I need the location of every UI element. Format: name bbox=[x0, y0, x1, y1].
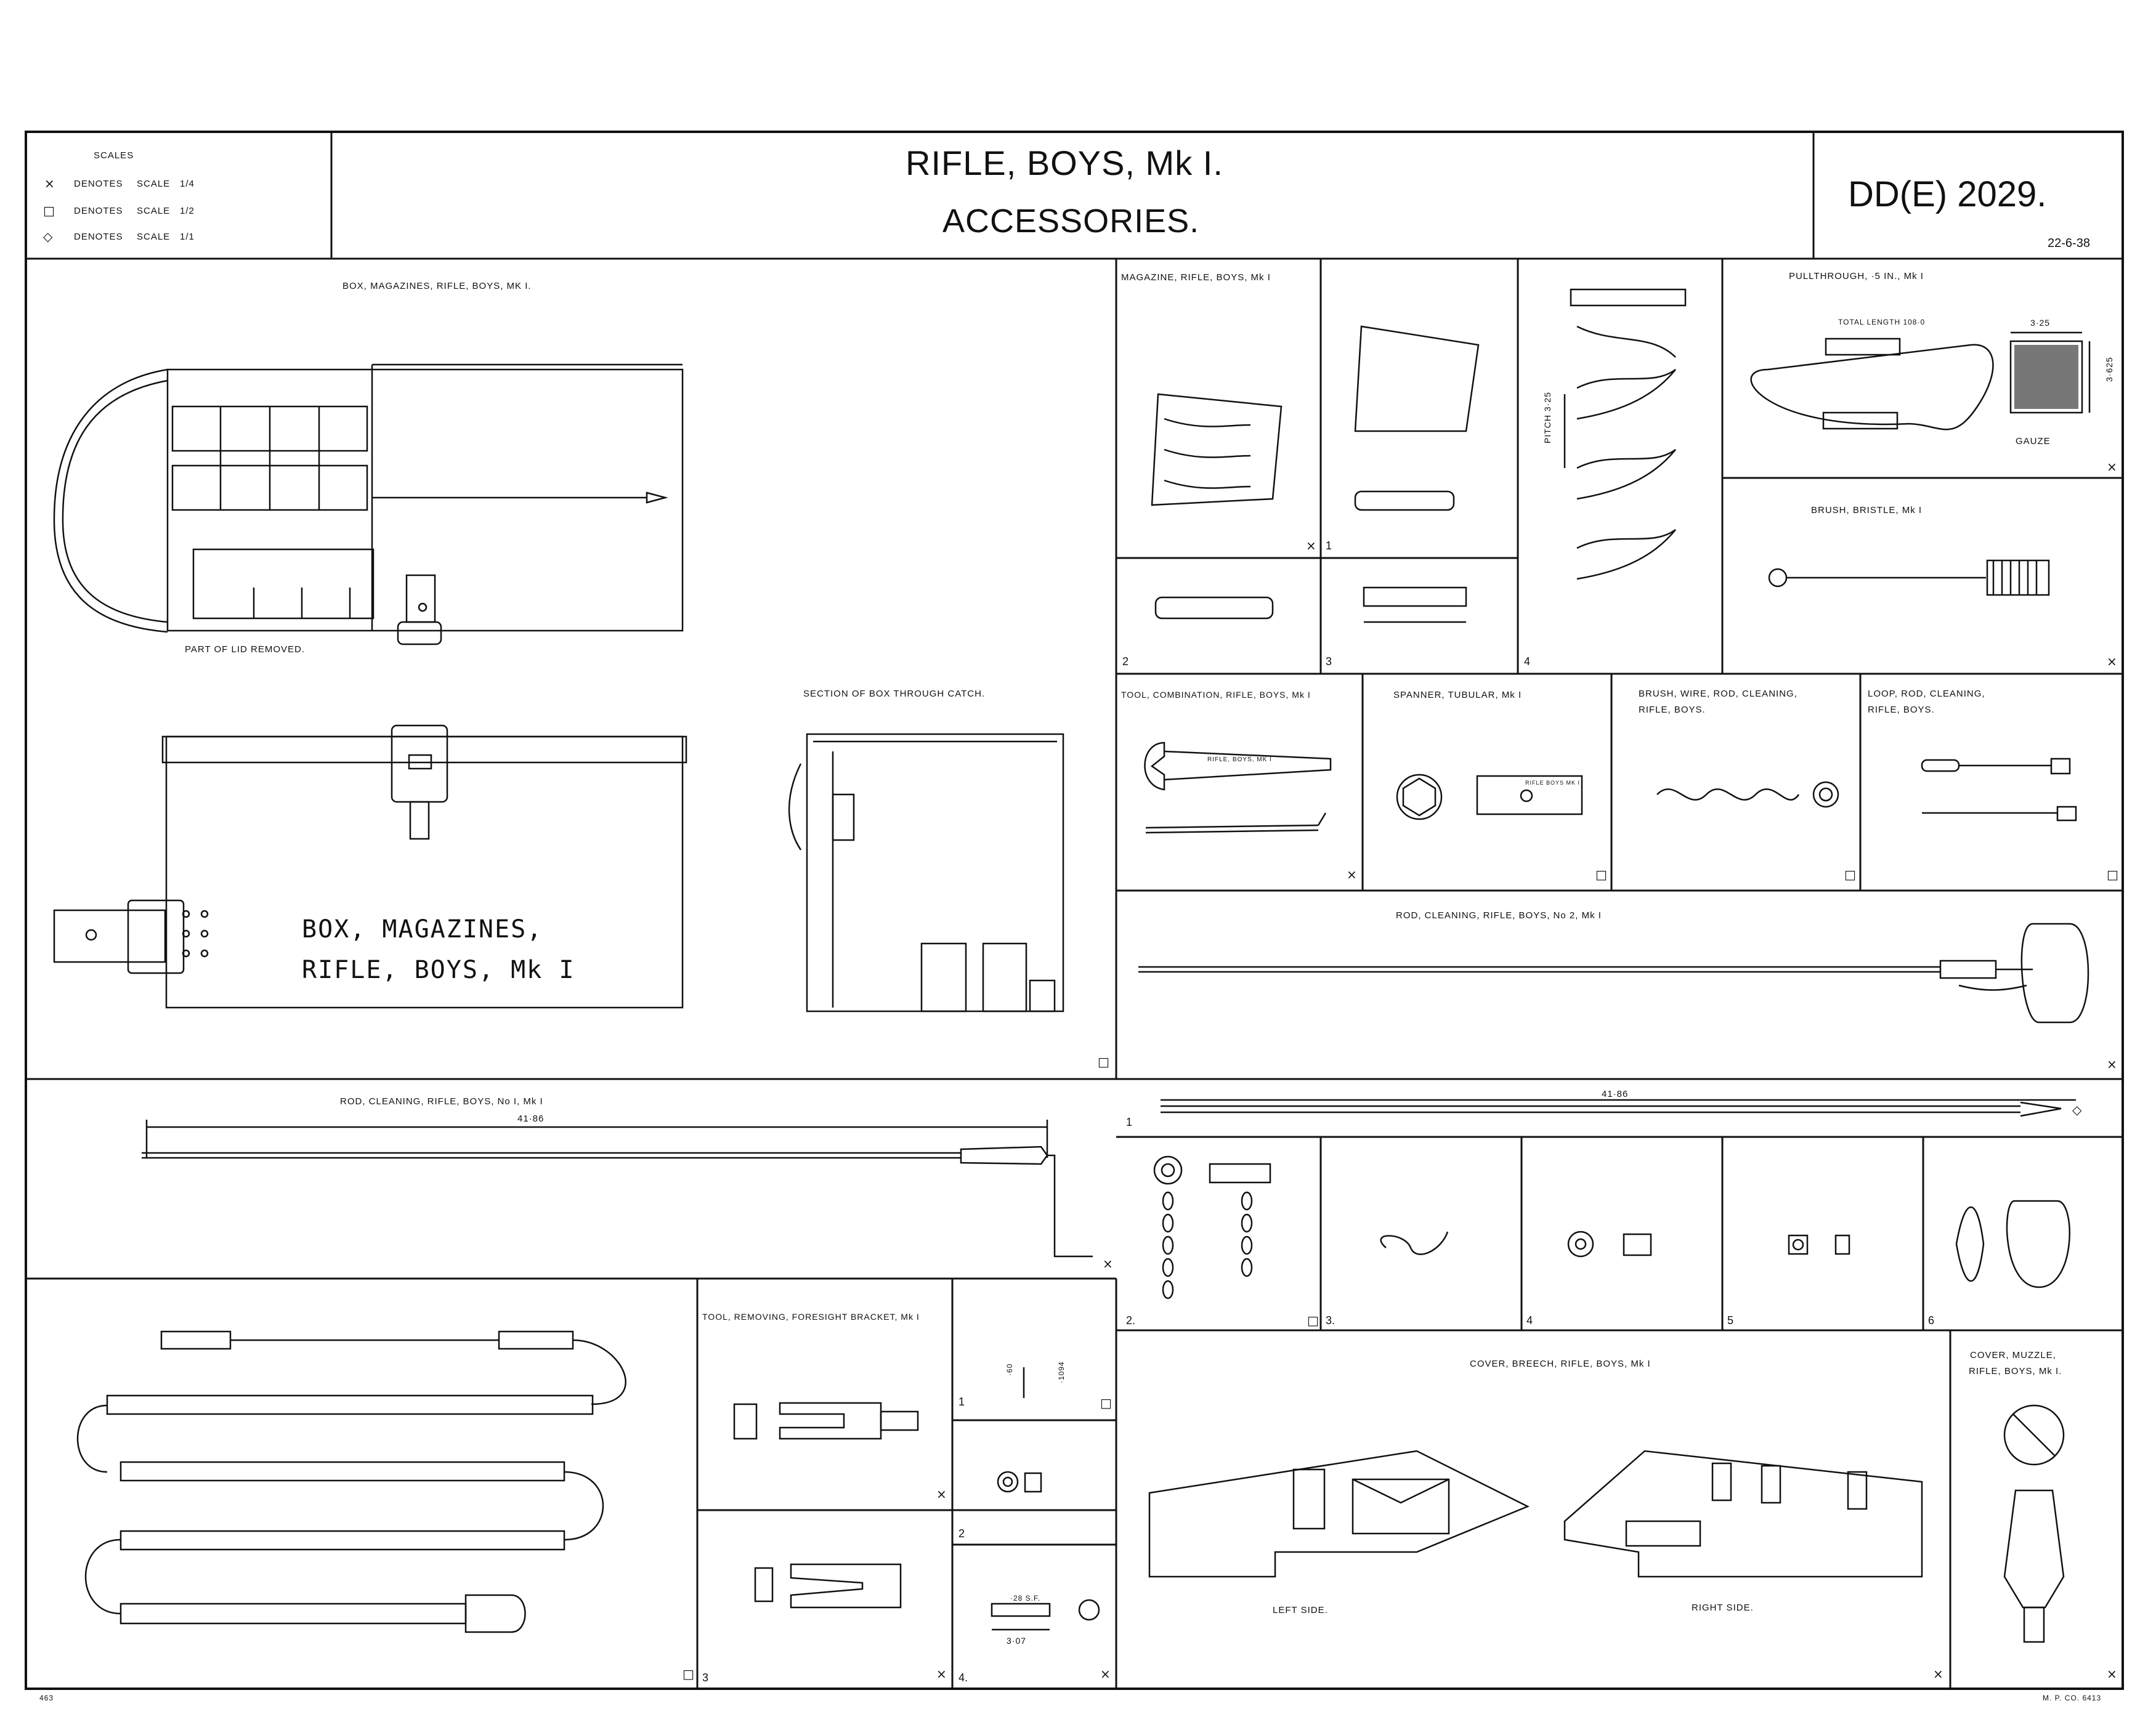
tool-combination-title: TOOL, COMBINATION, RIFLE, BOYS, Mk I bbox=[1121, 690, 1311, 700]
brush-bristle-scale-mark: × bbox=[2107, 654, 2117, 669]
pullthrough-dim-w: 3·25 bbox=[2030, 318, 2051, 328]
brush-bristle-title: BRUSH, BRISTLE, Mk I bbox=[1811, 505, 1923, 515]
magazine-sub2: 2 bbox=[1122, 655, 1129, 668]
tool-combination-engraving: RIFLE, BOYS, Mk I bbox=[1207, 756, 1272, 763]
box-panel-title: BOX, MAGAZINES, RIFLE, BOYS, Mk I. bbox=[342, 281, 532, 291]
scales-title: SCALES bbox=[94, 150, 134, 161]
tool-removing-dim3: 3·07 bbox=[1007, 1636, 1027, 1646]
loop-rod-title-1: LOOP, ROD, CLEANING, bbox=[1868, 689, 1985, 699]
scale-quarter-scale: SCALE bbox=[137, 179, 171, 189]
scale-half-word: DENOTES bbox=[74, 206, 123, 216]
box-lid-note: PART OF LID REMOVED. bbox=[185, 644, 306, 655]
loop-rod-title-2: RIFLE, BOYS. bbox=[1868, 705, 1935, 715]
cover-breech-scale-mark: × bbox=[1933, 1667, 1943, 1681]
rod-no1-scale-mark: × bbox=[1103, 1256, 1113, 1271]
tool-combination-scale-mark: × bbox=[1347, 867, 1357, 882]
spanner-scale-mark: □ bbox=[1595, 867, 1607, 882]
box-stencil-line2: RIFLE, BOYS, Mk I bbox=[302, 956, 575, 984]
drawing-subtitle: ACCESSORIES. bbox=[942, 203, 1200, 240]
drawing-date: 22-6-38 bbox=[2048, 236, 2090, 250]
tool-removing-scale-mark: × bbox=[936, 1487, 947, 1502]
magazine-sub3: 3 bbox=[1326, 655, 1332, 668]
scale-quarter-word: DENOTES bbox=[74, 179, 123, 189]
rod-parts-sub3: 3. bbox=[1326, 1314, 1335, 1327]
tool-removing-dim4: ·28 S.F. bbox=[1010, 1594, 1041, 1603]
scale-full-symbol: ◇ bbox=[43, 229, 53, 244]
magazine-scale-mark: × bbox=[1306, 538, 1316, 553]
tool-removing-title: TOOL, REMOVING, FORESIGHT BRACKET, Mk I bbox=[702, 1312, 920, 1322]
drawing-sheet bbox=[25, 131, 2124, 1690]
tool-removing-sub3-mark: × bbox=[936, 1667, 947, 1681]
spanner-engraving: RIFLE BOYS Mk I bbox=[1525, 780, 1581, 786]
loop-rod-scale-mark: □ bbox=[2107, 867, 2118, 882]
spanner-title: SPANNER, TUBULAR, Mk I bbox=[1393, 690, 1522, 700]
pullthrough-total-length: TOTAL LENGTH 108·0 bbox=[1838, 318, 1926, 326]
cover-muzzle-scale-mark: × bbox=[2107, 1667, 2117, 1681]
drawing-title: RIFLE, BOYS, Mk I. bbox=[906, 144, 1223, 182]
magazine-sub4: 4 bbox=[1524, 655, 1531, 668]
box-section-title: SECTION OF BOX THROUGH CATCH. bbox=[803, 689, 986, 699]
rod-no2-title: ROD, CLEANING, RIFLE, BOYS, No 2, Mk I bbox=[1396, 910, 1602, 921]
scale-full-scale: SCALE bbox=[137, 232, 171, 242]
footer-left-code: 463 bbox=[39, 1694, 54, 1702]
drawing-number: DD(E) 2029. bbox=[1848, 174, 2047, 214]
scale-half-scale: SCALE bbox=[137, 206, 171, 216]
scale-quarter-symbol: × bbox=[44, 176, 55, 191]
cover-muzzle-title-1: COVER, MUZZLE, bbox=[1970, 1350, 2056, 1360]
pullthrough-gauze: GAUZE bbox=[2016, 436, 2051, 447]
cover-breech-title: COVER, BREECH, RIFLE, BOYS, Mk I bbox=[1470, 1359, 1651, 1369]
rod-no1-length: 41·86 bbox=[517, 1114, 545, 1124]
brush-wire-scale-mark: □ bbox=[1844, 867, 1856, 882]
tool-removing-sub1: 1 bbox=[958, 1396, 965, 1408]
tool-removing-sub3: 3 bbox=[702, 1671, 709, 1684]
tool-removing-sub4: 4. bbox=[958, 1671, 968, 1684]
scale-half-value: 1/2 bbox=[180, 206, 195, 216]
scale-half-symbol: □ bbox=[43, 203, 55, 218]
rod-parts-sub6: 6 bbox=[1928, 1314, 1935, 1327]
pullthrough-assembly-scale-mark: □ bbox=[683, 1667, 694, 1681]
rod-parts-sub2: 2. bbox=[1126, 1314, 1136, 1327]
rod-parts-length: 41·86 bbox=[1602, 1089, 1629, 1099]
scale-quarter-value: 1/4 bbox=[180, 179, 195, 189]
footer-right-code: M. P. CO. 6413 bbox=[2043, 1694, 2102, 1702]
rod-parts-sub1: 1 bbox=[1126, 1116, 1133, 1128]
brush-wire-title-1: BRUSH, WIRE, ROD, CLEANING, bbox=[1639, 689, 1797, 699]
tool-removing-half-mark: □ bbox=[1100, 1396, 1112, 1410]
magazine-title: MAGAZINE, RIFLE, BOYS, Mk I bbox=[1121, 272, 1271, 283]
pullthrough-scale-mark: × bbox=[2107, 459, 2117, 474]
cover-muzzle-title-2: RIFLE, BOYS, Mk I. bbox=[1969, 1366, 2062, 1376]
cover-breech-left: LEFT SIDE. bbox=[1273, 1605, 1328, 1615]
tool-removing-sub4-mark: × bbox=[1100, 1667, 1111, 1681]
rod-parts-sub4: 4 bbox=[1526, 1314, 1533, 1327]
pullthrough-title: PULLTHROUGH, ·5 IN., Mk I bbox=[1789, 271, 1924, 281]
rod-no1-title: ROD, CLEANING, RIFLE, BOYS, No I, Mk I bbox=[340, 1096, 543, 1107]
tool-removing-sub2: 2 bbox=[958, 1527, 965, 1540]
rod-no2-scale-mark: × bbox=[2107, 1057, 2117, 1072]
rod-parts-scale-mark: □ bbox=[1307, 1313, 1319, 1328]
scale-full-value: 1/1 bbox=[180, 232, 195, 242]
scale-full-word: DENOTES bbox=[74, 232, 123, 242]
cover-breech-right: RIGHT SIDE. bbox=[1692, 1603, 1754, 1613]
magazine-sub1: 1 bbox=[1326, 540, 1332, 552]
box-scale-mark: □ bbox=[1098, 1054, 1109, 1069]
box-stencil-line1: BOX, MAGAZINES, bbox=[302, 915, 543, 944]
brush-wire-title-2: RIFLE, BOYS. bbox=[1639, 705, 1706, 715]
rod-parts-sub5: 5 bbox=[1727, 1314, 1734, 1327]
rod-parts-full-scale-mark: ◇ bbox=[2072, 1102, 2082, 1117]
